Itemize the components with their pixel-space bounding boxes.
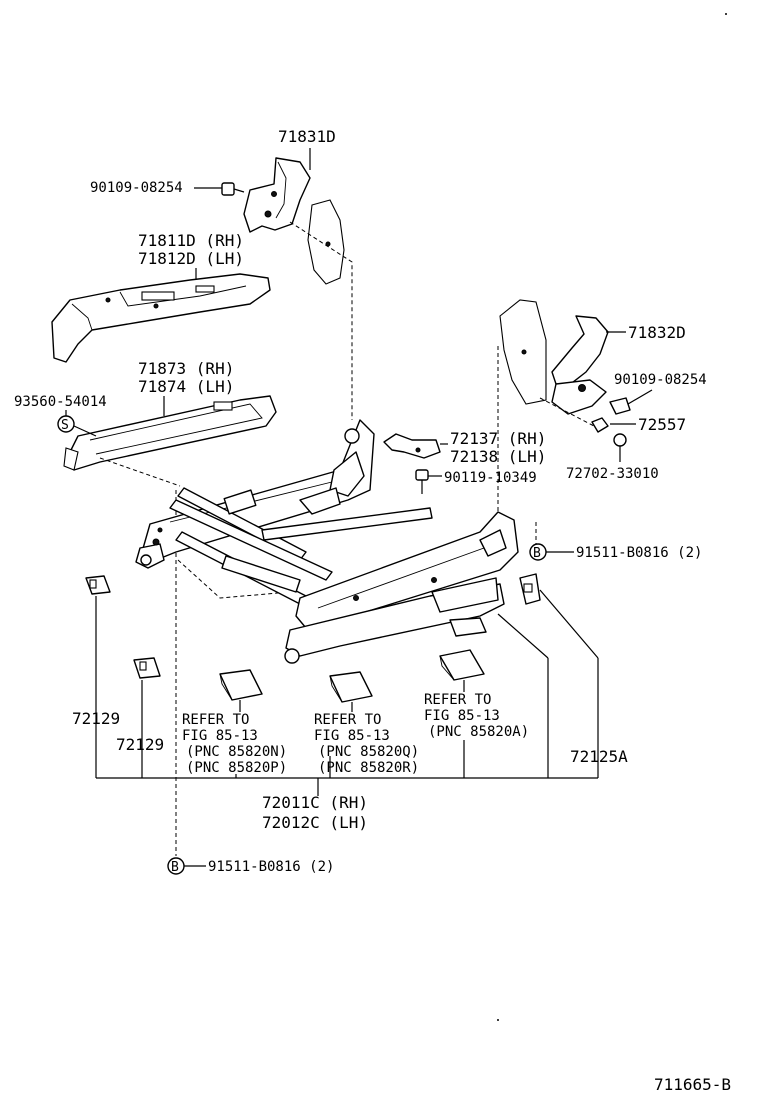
label-72702-33010: 72702-33010 <box>566 466 659 482</box>
bracket-71831D[interactable] <box>243 157 345 285</box>
ref3-line3: (PNC 85820A) <box>428 724 529 740</box>
label-91511-B0816-right: 91511-B0816 (2) <box>576 545 702 561</box>
ref3-line2: FIG 85-13 <box>424 708 500 724</box>
knob-85820N[interactable] <box>219 669 263 701</box>
bolt-90119[interactable] <box>415 469 429 494</box>
label-72557: 72557 <box>638 415 686 434</box>
label-93560-54014: 93560-54014 <box>14 394 107 410</box>
link-72137[interactable] <box>383 433 441 459</box>
svg-text:B: B <box>533 546 541 561</box>
svg-text:S: S <box>61 418 69 433</box>
label-71873: 71873 (RH) <box>138 359 234 378</box>
rail-cover-71873[interactable] <box>63 395 277 471</box>
ref1-line4: (PNC 85820P) <box>186 760 287 776</box>
screw-72702[interactable] <box>613 433 627 456</box>
ref1-line1: REFER TO <box>182 712 249 728</box>
label-72125A: 72125A <box>570 747 628 766</box>
ref2-line1: REFER TO <box>314 712 381 728</box>
clip-72129-b[interactable] <box>133 657 161 679</box>
label-71874: 71874 (LH) <box>138 377 234 396</box>
figure-id: 711665-B <box>654 1075 731 1094</box>
ref1-line3: (PNC 85820N) <box>186 744 287 760</box>
cover-71811D[interactable] <box>51 273 271 363</box>
s-marker: S <box>57 415 75 433</box>
b-marker-right: B <box>529 543 547 561</box>
knob-85820A[interactable] <box>439 649 485 681</box>
ref3-line1: REFER TO <box>424 692 491 708</box>
bolt-90109-top[interactable] <box>221 182 245 196</box>
ref2-line4: (PNC 85820R) <box>318 760 419 776</box>
svg-text:B: B <box>171 860 179 875</box>
label-91511-B0816-bottom: 91511-B0816 (2) <box>208 859 334 875</box>
clip-72125A[interactable] <box>519 573 541 605</box>
nut-72557[interactable] <box>591 417 609 433</box>
label-90109-08254-right: 90109-08254 <box>614 372 707 388</box>
label-72012C: 72012C (LH) <box>262 813 368 832</box>
bracket-71832D[interactable] <box>551 315 609 415</box>
label-71812D: 71812D (LH) <box>138 249 244 268</box>
clip-72129-a[interactable] <box>85 575 111 595</box>
label-71811D: 71811D (RH) <box>138 231 244 250</box>
label-90109-08254-top: 90109-08254 <box>90 180 183 196</box>
label-72129-b: 72129 <box>116 735 164 754</box>
ref2-line2: FIG 85-13 <box>314 728 390 744</box>
b-marker-bottom: B <box>167 857 185 875</box>
label-71832D: 71832D <box>628 323 686 342</box>
bolt-90109-right[interactable] <box>609 397 631 415</box>
label-90119-10349: 90119-10349 <box>444 470 537 486</box>
label-72129-a: 72129 <box>72 709 120 728</box>
ref1-line2: FIG 85-13 <box>182 728 258 744</box>
ref2-line3: (PNC 85820Q) <box>318 744 419 760</box>
label-71831D: 71831D <box>278 127 336 146</box>
label-72011C: 72011C (RH) <box>262 793 368 812</box>
seat-adjuster-frame[interactable] <box>135 419 519 664</box>
label-72138: 72138 (LH) <box>450 447 546 466</box>
side-panel-right <box>499 299 547 405</box>
knob-85820Q[interactable] <box>329 671 373 703</box>
